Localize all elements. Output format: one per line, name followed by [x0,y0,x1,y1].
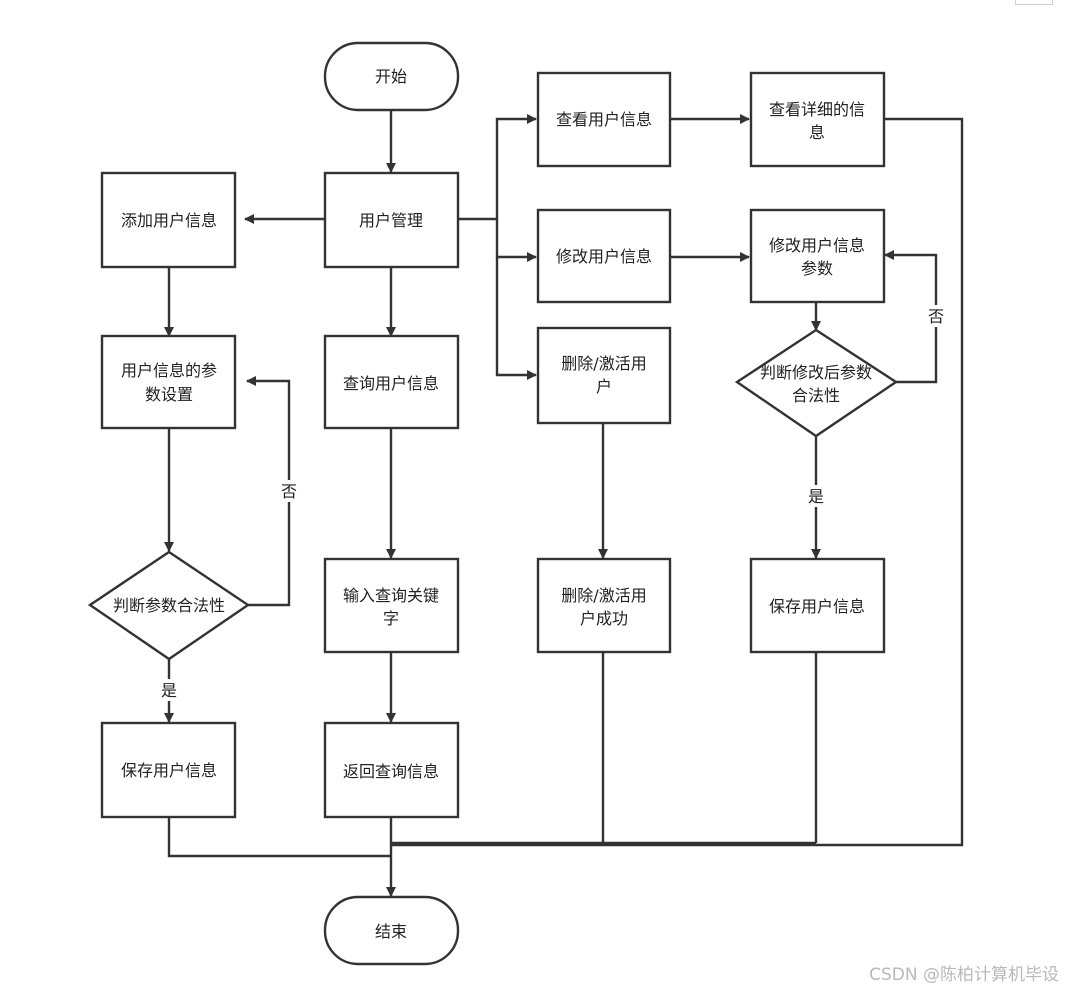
user-mgmt-box [323,171,460,269]
no-label-right: 否 [928,307,944,326]
modify-params-box [749,208,886,304]
view-user-box [536,71,672,168]
save-left-label: 保存用户信息 [121,761,217,780]
delete-success-label-2: 户成功 [580,609,628,628]
yes-label-right: 是 [808,487,824,506]
save-left-box [100,721,237,819]
modify-params-label-2: 参数 [801,259,833,278]
corner-frame [1015,0,1053,5]
delete-user-label-1: 删除/激活用 [561,354,646,373]
judge-modified-diamond [734,328,899,438]
save-right-label: 保存用户信息 [769,597,865,616]
no-label-left: 否 [281,482,297,501]
view-detail-label-1: 查看详细的信 [769,100,865,119]
delete-success-box [536,557,672,654]
end-terminal [323,895,460,966]
edge-mgmt-to-view [458,114,537,221]
add-user-box [100,171,237,269]
edge-save-left-merge [167,817,391,858]
modify-user-label: 修改用户信息 [556,247,652,266]
return-query-box [323,721,460,819]
view-detail-label-2: 息 [809,123,825,142]
add-user-label: 添加用户信息 [121,211,217,230]
query-user-label: 查询用户信息 [343,374,439,393]
input-keyword-label-2: 字 [383,609,399,628]
watermark: CSDN @陈柏计算机毕设 [869,965,1059,985]
param-setting-box [100,334,237,430]
edge-detail-merge [391,117,964,847]
view-user-label: 查看用户信息 [556,110,652,129]
start-terminal [323,41,460,112]
delete-success-label-1: 删除/激活用 [561,586,646,605]
query-user-box [323,334,460,430]
save-right-box [749,557,886,654]
judge-modified-label-1: 判断修改后参数 [760,363,872,382]
param-setting-label-1: 用户信息的参 [121,361,217,380]
delete-user-label-2: 户 [596,377,612,396]
modify-user-box [536,208,672,304]
modify-params-label-1: 修改用户信息 [769,236,865,255]
edge-mgmt-to-modify [495,219,537,262]
return-query-label: 返回查询信息 [343,762,439,781]
input-keyword-label-1: 输入查询关键 [343,586,439,605]
edge-mgmt-to-delete [495,257,537,380]
end-label: 结束 [375,922,407,941]
yes-label-left: 是 [161,681,177,700]
param-setting-label-2: 数设置 [145,385,193,404]
judge-params-diamond [87,550,251,661]
judge-params-label: 判断参数合法性 [113,596,225,615]
judge-modified-label-2: 合法性 [792,386,840,405]
start-label: 开始 [375,67,407,86]
user-mgmt-label: 用户管理 [359,211,423,230]
view-detail-box [749,71,886,168]
delete-user-box [536,326,672,425]
input-keyword-box [323,557,460,654]
